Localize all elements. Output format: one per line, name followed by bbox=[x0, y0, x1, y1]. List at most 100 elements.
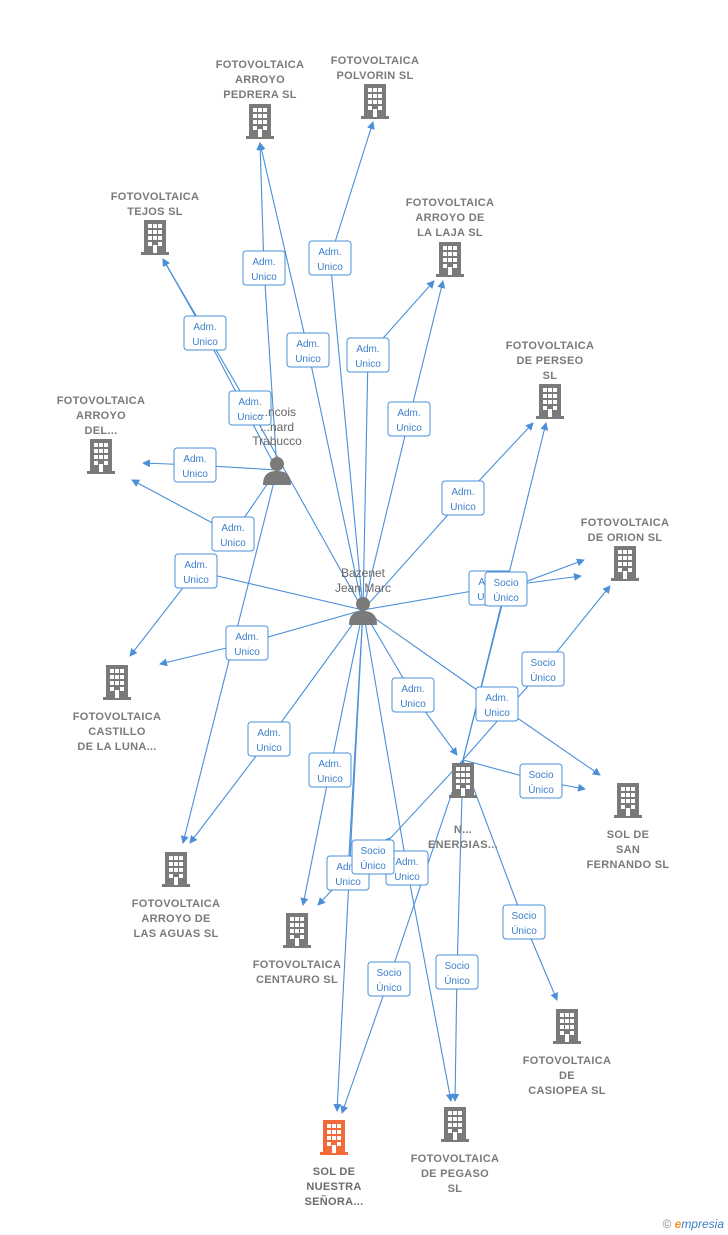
adm-unico-badge[interactable]: Adm. Unico bbox=[211, 516, 255, 552]
badge-text: Socio bbox=[376, 968, 401, 979]
empresia-logo: © empresia bbox=[662, 1217, 724, 1231]
node-label: ARROYO bbox=[235, 74, 285, 86]
badge-text: Adm. bbox=[318, 759, 341, 770]
node-label: Jean Marc bbox=[335, 581, 391, 595]
badge-text: Único bbox=[530, 671, 556, 684]
adm-unico-badge[interactable]: Adm. Unico bbox=[475, 686, 519, 722]
building-icon bbox=[361, 84, 389, 119]
building-icon bbox=[103, 665, 131, 700]
node-label: FERNANDO SL bbox=[587, 859, 670, 871]
node-label: SL bbox=[543, 370, 558, 382]
node-label: FOTOVOLTAICA bbox=[331, 55, 420, 67]
badge-text: Unico bbox=[234, 647, 260, 658]
badge-text: Socio bbox=[493, 578, 518, 589]
badge-text: Unico bbox=[394, 872, 420, 883]
adm-unico-badge[interactable]: Adm.Unico bbox=[346, 337, 390, 373]
badge-text: Unico bbox=[237, 412, 263, 423]
badge-text: Unico bbox=[317, 262, 343, 273]
node-label: FOTOVOLTAICA bbox=[411, 1153, 500, 1165]
adm-unico-badge[interactable]: Adm.Unico bbox=[387, 401, 431, 437]
node-label: DEL... bbox=[85, 425, 118, 437]
adm-unico-badge[interactable]: Adm. Unico bbox=[286, 332, 330, 368]
node-label: ...ncois bbox=[258, 405, 296, 419]
company-node[interactable]: FOTOVOLTAICA TEJOS SL bbox=[111, 191, 200, 255]
node-label: DE LA LUNA... bbox=[77, 741, 156, 753]
node-label: FOTOVOLTAICA bbox=[253, 959, 342, 971]
node-label: FOTOVOLTAICA bbox=[111, 191, 200, 203]
badge-text: Unico bbox=[256, 743, 282, 754]
building-icon bbox=[141, 220, 169, 255]
relation-edge bbox=[362, 280, 446, 611]
adm-unico-badge[interactable]: Adm.Unico bbox=[173, 447, 217, 483]
adm-unico-badge[interactable]: Adm.Unico bbox=[391, 677, 435, 713]
badge-text: Unico bbox=[220, 538, 246, 549]
node-label: DE bbox=[559, 1070, 575, 1082]
relation-edge bbox=[451, 759, 464, 1102]
adm-unico-badge[interactable]: Adm. Unico bbox=[183, 315, 227, 351]
node-label: ARROYO DE bbox=[141, 913, 210, 925]
badge-text: Adm. bbox=[238, 397, 261, 408]
node-label: SOL DE bbox=[313, 1166, 356, 1178]
badge-text: Unico bbox=[295, 354, 321, 365]
node-label: FOTOVOLTAICA bbox=[132, 898, 221, 910]
node-label: FOTOVOLTAICA bbox=[523, 1055, 612, 1067]
badge-text: Adm. bbox=[193, 322, 216, 333]
badge-text: Adm. bbox=[401, 684, 424, 695]
node-label: DE PERSEO bbox=[517, 355, 584, 367]
node-label: Trabucco bbox=[252, 434, 302, 448]
adm-unico-badge[interactable]: Adm.Unico bbox=[242, 250, 286, 286]
company-node[interactable]: N...ENERGIAS... bbox=[428, 763, 498, 851]
node-label: SOL DE bbox=[607, 829, 650, 841]
adm-unico-badge[interactable]: Adm.Unico bbox=[308, 752, 352, 788]
node-label: TEJOS SL bbox=[127, 206, 183, 218]
building-icon bbox=[283, 913, 311, 948]
adm-unico-badge[interactable]: Adm. Unico bbox=[228, 390, 272, 426]
node-label: LA LAJA SL bbox=[417, 227, 483, 239]
node-label: NUESTRA bbox=[306, 1181, 361, 1193]
badge-text: Adm. bbox=[485, 693, 508, 704]
focus-company-node[interactable]: SOL DENUESTRASEÑORA... bbox=[305, 1120, 364, 1208]
badge-text: Unico bbox=[450, 502, 476, 513]
badge-text: Adm. bbox=[336, 862, 359, 873]
badge-text: Único bbox=[511, 924, 537, 937]
node-label: PEDRERA SL bbox=[223, 89, 297, 101]
node-label: ARROYO bbox=[76, 410, 126, 422]
adm-unico-badge[interactable]: Adm.Unico bbox=[441, 480, 485, 516]
adm-unico-badge[interactable]: Adm.Unico bbox=[225, 625, 269, 661]
adm-unico-badge[interactable]: Adm.Unico bbox=[308, 240, 352, 276]
badge-text: Unico bbox=[192, 337, 218, 348]
badge-text: Adm. bbox=[221, 523, 244, 534]
badge-text: Socio bbox=[528, 770, 553, 781]
adm-unico-badge[interactable]: Adm.Unico bbox=[247, 721, 291, 757]
badge-text: Adm. bbox=[397, 408, 420, 419]
brand-initial: e bbox=[674, 1217, 682, 1231]
company-node[interactable]: FOTOVOLTAICAARROYODEL... bbox=[57, 395, 146, 474]
adm-unico-badge[interactable]: Adm.Unico bbox=[174, 553, 218, 589]
badge-text: Unico bbox=[484, 708, 510, 719]
badge-text: Único bbox=[493, 591, 519, 604]
badge-text: Socio bbox=[444, 961, 469, 972]
badge-text: Adm. bbox=[296, 339, 319, 350]
badge-text: Unico bbox=[335, 877, 361, 888]
